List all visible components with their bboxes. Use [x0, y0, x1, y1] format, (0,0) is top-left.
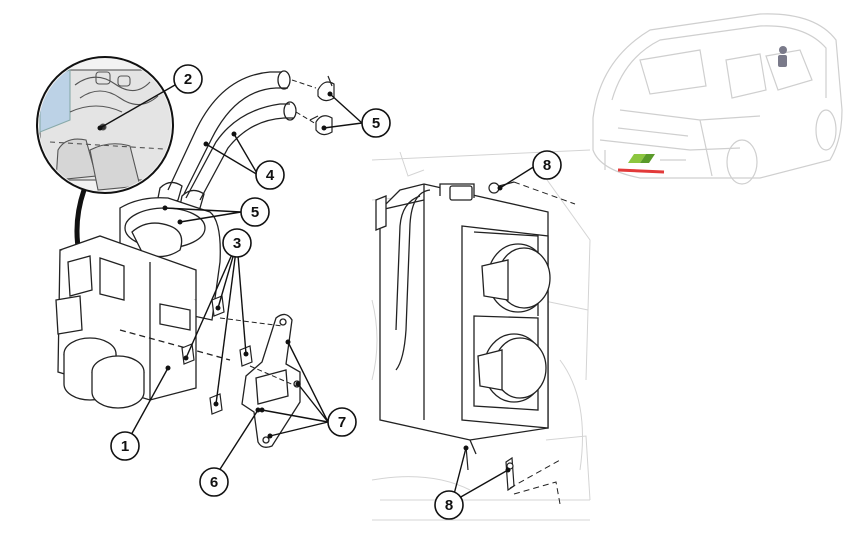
- callout-6-label: 6: [210, 474, 218, 491]
- hose-clamp: [309, 75, 335, 136]
- callout-5-top-label: 5: [372, 115, 380, 132]
- brand-logo-icon: [628, 154, 655, 163]
- callout-6: 6: [199, 467, 229, 497]
- callout-8-top: 8: [532, 150, 562, 180]
- heater-unit: [55, 197, 231, 409]
- assembly-axis: [219, 317, 283, 327]
- callout-2: 2: [173, 64, 203, 94]
- assembly-axis: [295, 111, 317, 125]
- callout-2-label: 2: [184, 71, 192, 88]
- callout-8-bottom-label: 8: [445, 497, 453, 514]
- callout-5-top: 5: [361, 108, 391, 138]
- callout-3-label: 3: [233, 235, 241, 252]
- callout-5-middle: 5: [240, 197, 270, 227]
- callout-3: 3: [222, 228, 252, 258]
- tail-light: [617, 168, 665, 174]
- hose-assembly: [157, 70, 297, 212]
- assembly-axis: [513, 181, 576, 205]
- assembly-axis: [291, 79, 317, 89]
- detail-zoom-view: [36, 56, 174, 194]
- occupant-figure: [778, 46, 787, 67]
- callout-4: 4: [255, 160, 285, 190]
- callout-5-middle-label: 5: [251, 204, 259, 221]
- callout-7-label: 7: [338, 414, 346, 431]
- installed-heater-unit: [375, 183, 551, 455]
- callout-8-bottom: 8: [434, 490, 464, 520]
- callout-8-top-label: 8: [543, 157, 551, 174]
- leader-lines: [99, 84, 536, 503]
- assembly-axis: [249, 365, 297, 387]
- assembly-axis: [509, 459, 561, 489]
- callout-1: 1: [110, 431, 140, 461]
- leader-dots: [97, 91, 511, 473]
- callout-1-label: 1: [121, 438, 129, 455]
- assembly-axis: [513, 481, 561, 505]
- callout-4-label: 4: [266, 167, 275, 184]
- car-outline-icon: [592, 13, 843, 185]
- callout-7: 7: [327, 407, 357, 437]
- mounting-bracket: [241, 313, 301, 448]
